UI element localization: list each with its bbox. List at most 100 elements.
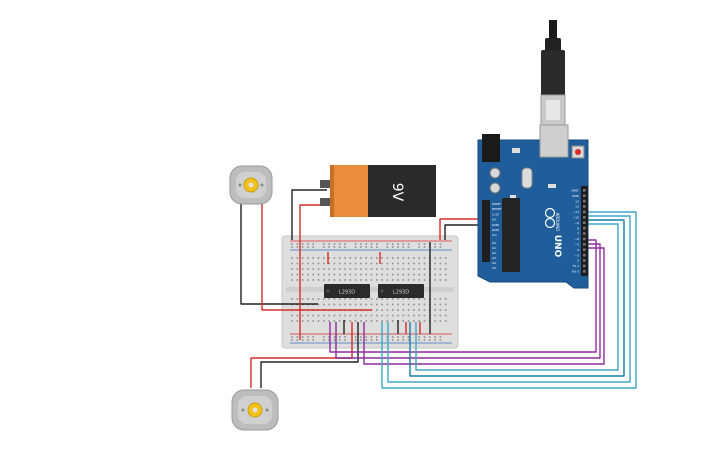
pin-hole[interactable] bbox=[583, 248, 586, 251]
breadboard-hole bbox=[291, 298, 293, 300]
pin-hole[interactable] bbox=[583, 194, 586, 197]
breadboard-hole bbox=[291, 336, 293, 338]
wire-motor1-black bbox=[240, 196, 318, 305]
pin-label: RX 0 bbox=[572, 270, 579, 274]
breadboard-hole bbox=[397, 246, 399, 248]
pin-hole[interactable] bbox=[583, 226, 586, 230]
breadboard-hole bbox=[354, 246, 357, 248]
breadboard-hole bbox=[386, 279, 389, 281]
ic-l293d-1[interactable]: L293D bbox=[324, 284, 370, 298]
pin-hole[interactable] bbox=[583, 243, 586, 246]
breadboard-hole bbox=[439, 246, 442, 248]
breadboard-hole bbox=[365, 314, 367, 317]
breadboard-hole bbox=[338, 243, 341, 245]
breadboard-hole bbox=[365, 279, 367, 281]
breadboard-hole bbox=[338, 303, 341, 306]
breadboard-hole bbox=[423, 273, 426, 276]
breadboard-hole bbox=[391, 298, 394, 300]
breadboard-hole bbox=[381, 309, 383, 311]
breadboard-hole bbox=[434, 314, 436, 317]
pin-hole[interactable] bbox=[583, 232, 586, 235]
pin-hole[interactable] bbox=[583, 253, 586, 257]
breadboard-hole bbox=[397, 243, 399, 245]
breadboard-hole bbox=[434, 246, 436, 248]
breadboard-hole bbox=[423, 268, 426, 270]
breadboard-hole bbox=[328, 336, 330, 338]
pin-hole[interactable] bbox=[583, 259, 586, 262]
breadboard-hole bbox=[307, 339, 309, 341]
usb-cable[interactable] bbox=[540, 20, 566, 126]
arduino-brand-label: ARDUINO bbox=[555, 213, 560, 232]
breadboard-hole bbox=[338, 336, 341, 338]
ic-l293d-2[interactable]: L293D bbox=[378, 284, 424, 298]
breadboard-hole bbox=[407, 339, 410, 341]
pin-hole[interactable] bbox=[583, 205, 586, 208]
breadboard-hole bbox=[444, 320, 447, 322]
pin-hole[interactable] bbox=[583, 221, 586, 224]
breadboard-hole bbox=[370, 314, 373, 317]
breadboard-hole bbox=[402, 268, 405, 270]
breadboard-hole bbox=[444, 309, 447, 311]
breadboard-hole bbox=[338, 273, 341, 276]
breadboard-hole bbox=[407, 320, 410, 322]
dc-motor-bottom[interactable] bbox=[231, 389, 279, 431]
pin-hole[interactable] bbox=[583, 199, 586, 203]
breadboard-hole bbox=[338, 314, 341, 317]
breadboard-hole bbox=[434, 257, 436, 259]
breadboard-hole bbox=[413, 309, 415, 311]
arduino-uno[interactable]: ARDUINO UNO AREFGND1312~11~10~987~6~54~3… bbox=[477, 124, 589, 289]
breadboard-hole bbox=[370, 336, 373, 338]
breadboard-hole bbox=[328, 314, 330, 317]
breadboard-hole bbox=[423, 279, 426, 281]
wire-motor2-black bbox=[260, 322, 359, 388]
pin-hole[interactable] bbox=[583, 216, 586, 219]
breadboard-hole bbox=[354, 314, 357, 317]
pin-label: Vin bbox=[492, 233, 497, 237]
pin-hole[interactable] bbox=[583, 237, 586, 241]
breadboard-hole bbox=[291, 262, 293, 265]
arduino-logo-icon bbox=[544, 207, 556, 229]
wire-purple-2 bbox=[335, 243, 601, 359]
breadboard-hole bbox=[434, 320, 436, 322]
breadboard-hole bbox=[439, 336, 442, 338]
pin-hole[interactable] bbox=[583, 189, 586, 192]
battery-9v[interactable]: 9V bbox=[320, 165, 436, 217]
breadboard-hole bbox=[439, 279, 442, 281]
breadboard-hole bbox=[291, 273, 293, 276]
pin-label: IOREF bbox=[492, 202, 501, 206]
pin-label: ~3 bbox=[575, 253, 580, 257]
breadboard-hole bbox=[413, 268, 415, 270]
breadboard-hole bbox=[328, 303, 330, 306]
dc-motor-top[interactable] bbox=[229, 165, 273, 205]
breadboard-hole bbox=[381, 320, 383, 322]
breadboard-hole bbox=[344, 243, 346, 245]
wires[interactable] bbox=[240, 189, 637, 389]
breadboard-hole bbox=[323, 279, 325, 281]
breadboard-hole bbox=[338, 339, 341, 341]
wire-arduino-gnd bbox=[429, 224, 482, 334]
breadboard-hole bbox=[328, 246, 330, 248]
breadboard-hole bbox=[413, 257, 415, 259]
breadboard-hole bbox=[333, 339, 336, 341]
breadboard-hole bbox=[354, 257, 357, 259]
breadboard-hole bbox=[418, 303, 420, 306]
pin-hole[interactable] bbox=[583, 210, 586, 214]
breadboard-hole bbox=[444, 303, 447, 306]
breadboard-hole bbox=[349, 303, 352, 306]
pin-hole[interactable] bbox=[583, 264, 586, 268]
wire-cyan-2 bbox=[387, 215, 631, 383]
wire-motor1-red bbox=[261, 196, 372, 311]
breadboard-hole bbox=[376, 314, 378, 317]
pin-label: ~5 bbox=[575, 243, 580, 247]
breadboard-hole bbox=[296, 339, 299, 341]
breadboard-hole bbox=[423, 262, 426, 265]
breadboard-hole bbox=[418, 309, 420, 311]
breadboard-hole bbox=[413, 279, 415, 281]
breadboard-hole bbox=[391, 243, 394, 245]
breadboard-hole bbox=[402, 246, 405, 248]
breadboard-hole bbox=[434, 268, 436, 270]
pin-hole[interactable] bbox=[583, 270, 586, 273]
breadboard-hole bbox=[365, 246, 367, 248]
breadboard-hole bbox=[365, 339, 367, 341]
